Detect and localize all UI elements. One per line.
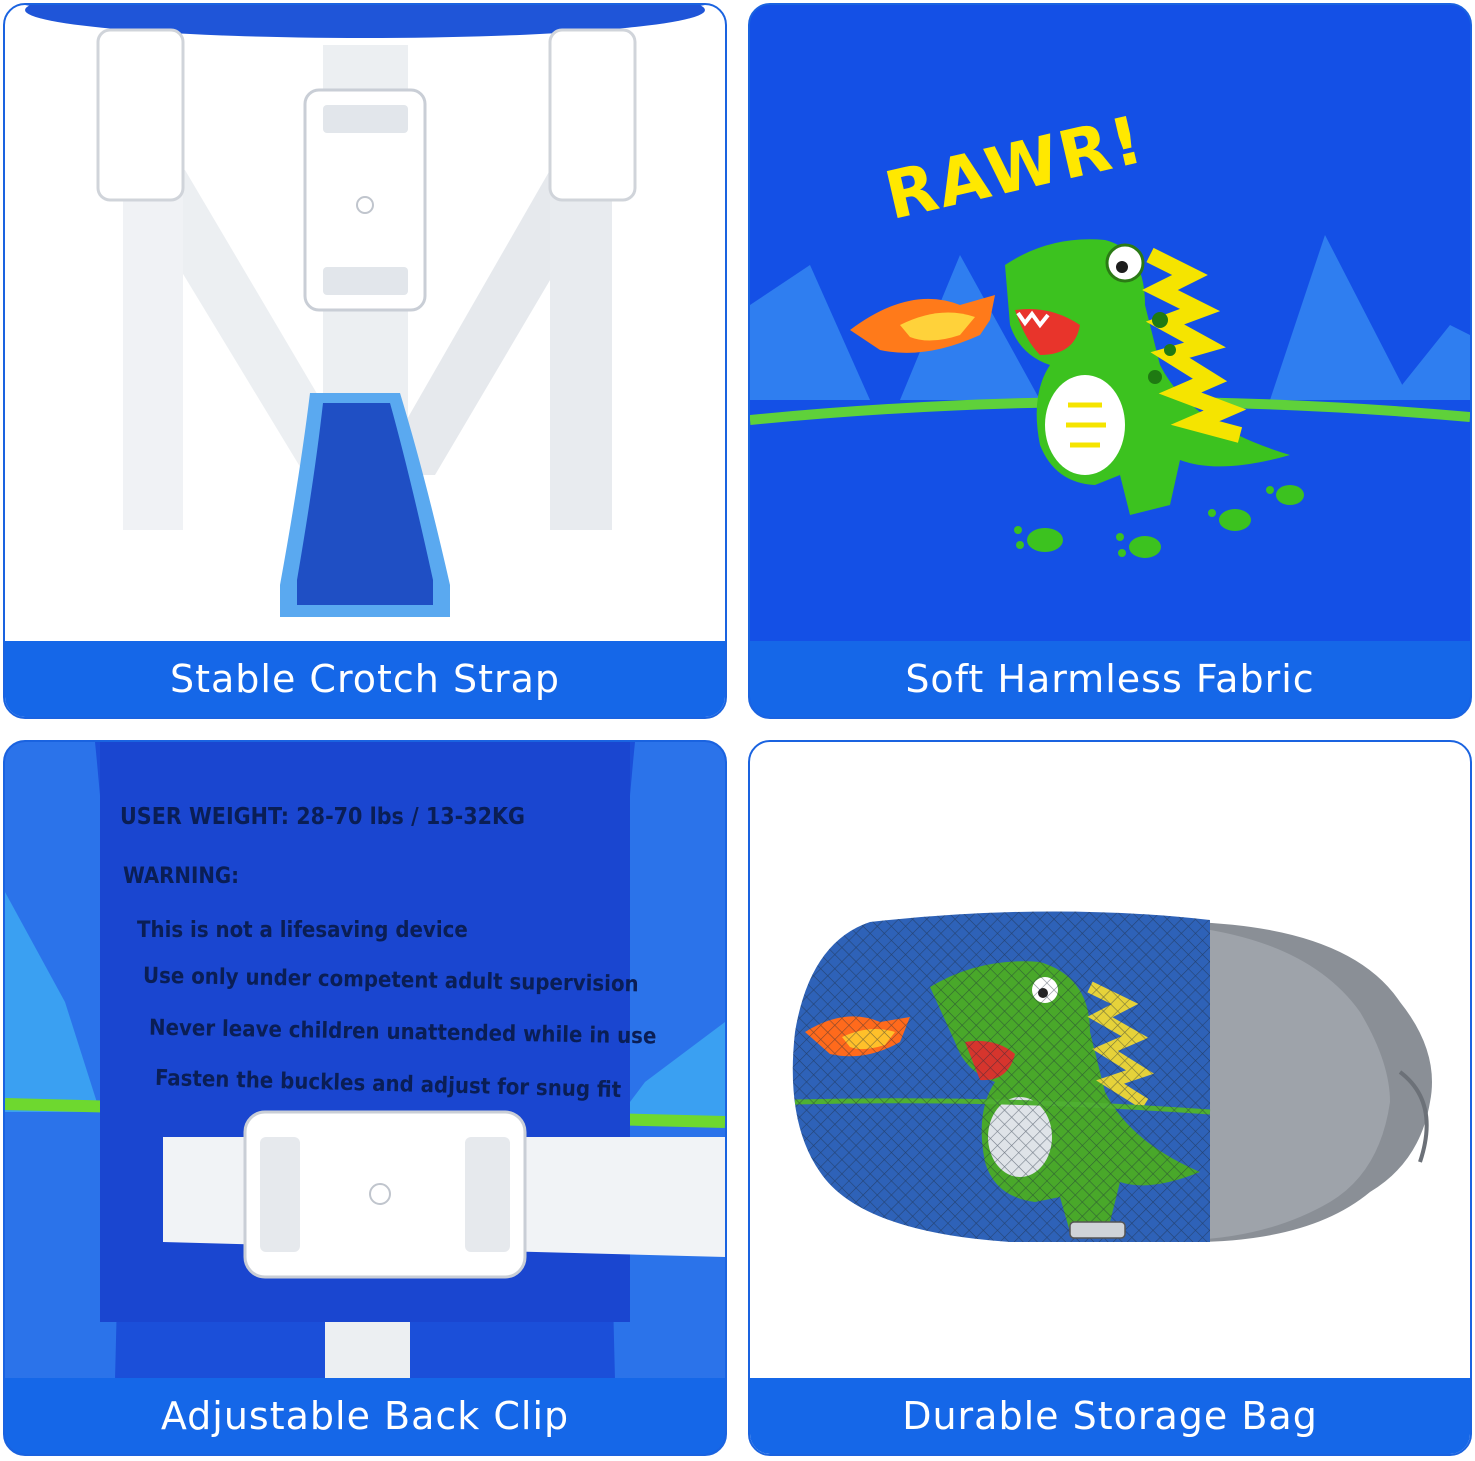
crotch-strap-image: [5, 5, 725, 643]
feature-panel-crotch-strap: Stable Crotch Strap: [3, 3, 727, 719]
caption-bar: Stable Crotch Strap: [5, 641, 725, 717]
label-warning: WARNING:: [123, 864, 240, 889]
feature-panel-storage-bag: Durable Storage Bag: [748, 740, 1472, 1456]
caption-text: Adjustable Back Clip: [160, 1394, 570, 1438]
feature-panel-back-clip: USER WEIGHT: 28-70 lbs / 13-32KG WARNING…: [3, 740, 727, 1456]
caption-bar: Adjustable Back Clip: [5, 1378, 725, 1454]
dinosaur-fabric-image: RAWR!: [750, 5, 1470, 643]
storage-bag-image: [750, 742, 1470, 1380]
label-weight: USER WEIGHT: 28-70 lbs / 13-32KG: [120, 804, 526, 830]
label-line: This is not a lifesaving device: [137, 918, 468, 943]
caption-text: Soft Harmless Fabric: [905, 657, 1315, 701]
caption-bar: Soft Harmless Fabric: [750, 641, 1470, 717]
caption-text: Durable Storage Bag: [902, 1394, 1318, 1438]
caption-text: Stable Crotch Strap: [169, 657, 561, 701]
feature-panel-fabric: RAWR! Soft Harmless Fabric: [748, 3, 1472, 719]
caption-bar: Durable Storage Bag: [750, 1378, 1470, 1454]
back-clip-image: USER WEIGHT: 28-70 lbs / 13-32KG WARNING…: [5, 742, 725, 1380]
